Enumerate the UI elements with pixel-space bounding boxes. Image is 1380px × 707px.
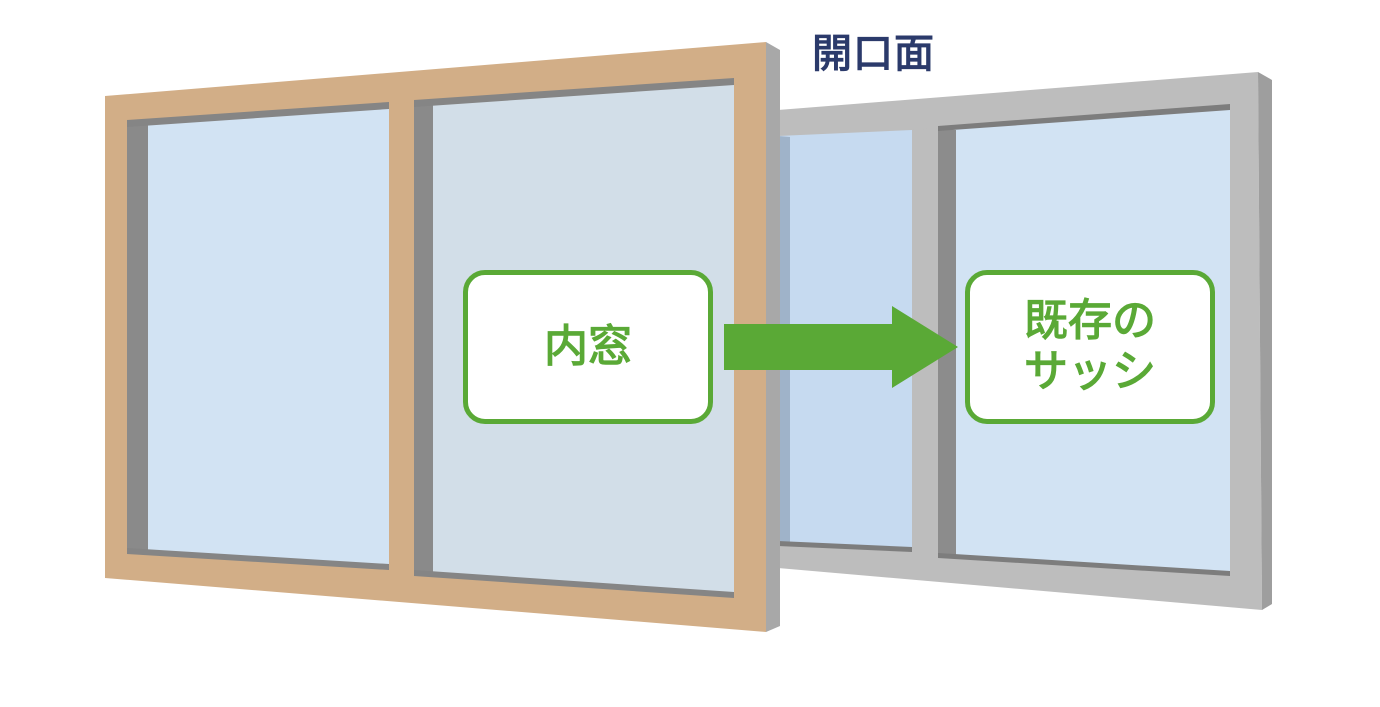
existing-sash-frame-side bbox=[1258, 72, 1272, 610]
inner-window-label: 内窓 bbox=[544, 320, 632, 372]
inner-window-left-pane-bottom-edge bbox=[127, 548, 389, 570]
existing-sash-label: 既存の サッシ bbox=[1024, 296, 1156, 397]
inner-window-left-pane bbox=[127, 104, 389, 568]
inner-window-right-pane-depth bbox=[414, 102, 433, 574]
existing-sash-label-line-2: サッシ bbox=[1024, 346, 1156, 397]
inner-window-left-pane-top-edge bbox=[127, 102, 389, 127]
arrow-shaft bbox=[724, 324, 896, 370]
existing-sash-left-pane-bottom-edge bbox=[778, 541, 912, 552]
direction-arrow bbox=[724, 306, 958, 388]
existing-sash-right-pane-bottom-edge bbox=[938, 553, 1230, 576]
existing-sash-callout: 既存の サッシ bbox=[965, 270, 1215, 424]
inner-window-left-pane-depth bbox=[127, 122, 148, 552]
inner-window-mullion bbox=[389, 102, 414, 572]
existing-sash-label-line-1: 既存の bbox=[1024, 295, 1156, 347]
inner-window-right-pane-bottom-edge bbox=[414, 570, 734, 598]
inner-window bbox=[105, 42, 780, 632]
opening-surface-label: 開口面 bbox=[812, 31, 935, 77]
inner-window-callout: 内窓 bbox=[463, 270, 713, 424]
existing-sash-right-pane-top-edge bbox=[938, 104, 1230, 131]
inner-window-right-pane-top-edge bbox=[414, 78, 734, 107]
arrow-head bbox=[892, 306, 958, 388]
